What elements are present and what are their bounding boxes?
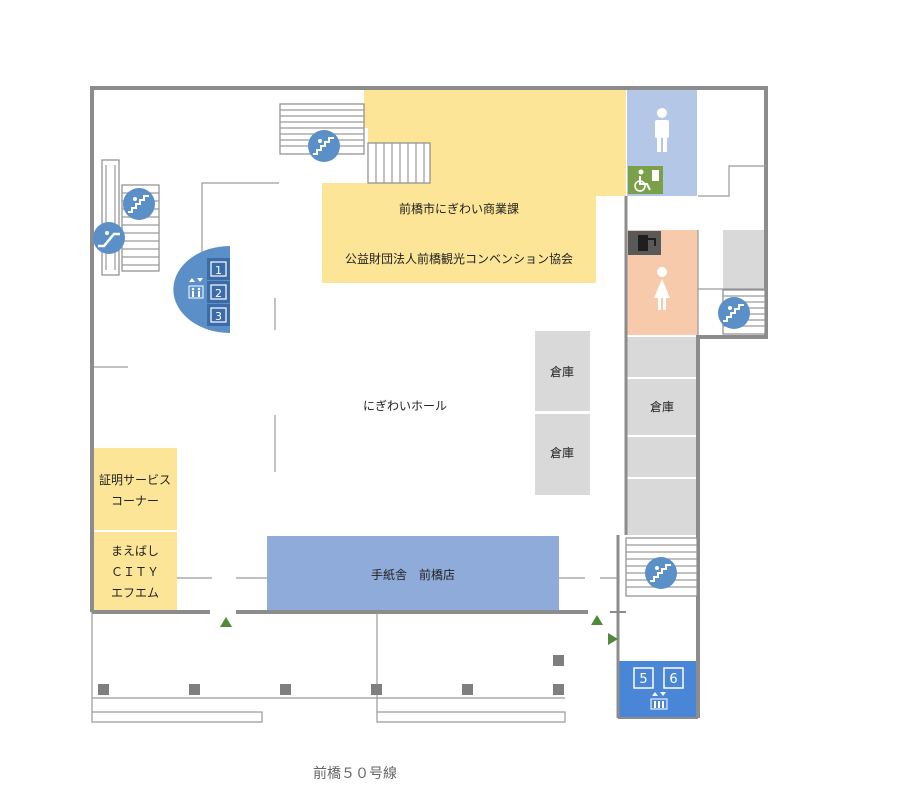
water-server-icon [628, 231, 661, 255]
elevator-number: 5 [639, 672, 647, 687]
maebashi-city-fm [94, 532, 177, 612]
accessible-restroom-icon [628, 166, 663, 194]
pillar [98, 684, 109, 695]
pillar [371, 684, 382, 695]
elevator-number: 6 [669, 672, 677, 687]
storage-label: 倉庫 [650, 399, 674, 414]
elevator-number: 2 [215, 287, 222, 300]
storage-label: 倉庫 [550, 364, 574, 379]
certificate-service-corner [94, 448, 177, 530]
tegamisha-label: 手紙舎 前橋店 [371, 567, 455, 582]
storage-room [535, 331, 590, 411]
city-fm-label: まえばし [111, 544, 159, 558]
storage-room [723, 230, 765, 289]
womens-restroom-icon [654, 267, 670, 310]
elevator-number: 1 [215, 264, 222, 277]
stairs-icon [123, 188, 155, 220]
stairs-center [367, 142, 431, 184]
mens-restroom-icon [655, 108, 669, 152]
certificate-corner-label: 証明サービス [99, 473, 171, 487]
storage-room [627, 479, 697, 535]
elevator-icon [188, 278, 204, 299]
storage-room [627, 337, 697, 377]
office-area-top [322, 90, 626, 283]
commerce-division-label: 前橋市にぎわい商業課 [399, 201, 519, 216]
city-fm-label: ＣＩＴＹ [111, 565, 159, 579]
pillar [553, 655, 564, 666]
storage-room [627, 379, 697, 435]
hall-label: にぎわいホール [363, 399, 447, 413]
tegamisha-shop [267, 536, 559, 612]
pillar [462, 684, 473, 695]
stairs-icon [645, 557, 677, 589]
pillar [280, 684, 291, 695]
escalator-icon [93, 222, 125, 254]
road-label: 前橋５０号線 [313, 765, 397, 782]
storage-room [535, 414, 590, 495]
stairs-icon [308, 130, 340, 162]
entrance-arrow-icon [591, 615, 603, 625]
pillar [189, 684, 200, 695]
east-elevators: 5 6 [633, 667, 684, 710]
stairs-icon [718, 297, 750, 329]
city-fm-label: エフエム [111, 586, 159, 600]
storage-room [627, 437, 697, 477]
entrance-arrow-icon [220, 617, 232, 627]
escalator-west [101, 159, 120, 276]
west-elevator-hall: 1 2 3 [173, 246, 230, 333]
elevator-number: 3 [215, 310, 222, 323]
elevator-icon [650, 692, 668, 710]
entrance-arrow-icon [608, 633, 618, 645]
storage-label: 倉庫 [550, 445, 574, 460]
convention-association-label: 公益財団法人前橋観光コンベンション協会 [345, 251, 573, 266]
certificate-corner-label: コーナー [111, 494, 159, 508]
pillar [553, 684, 564, 695]
